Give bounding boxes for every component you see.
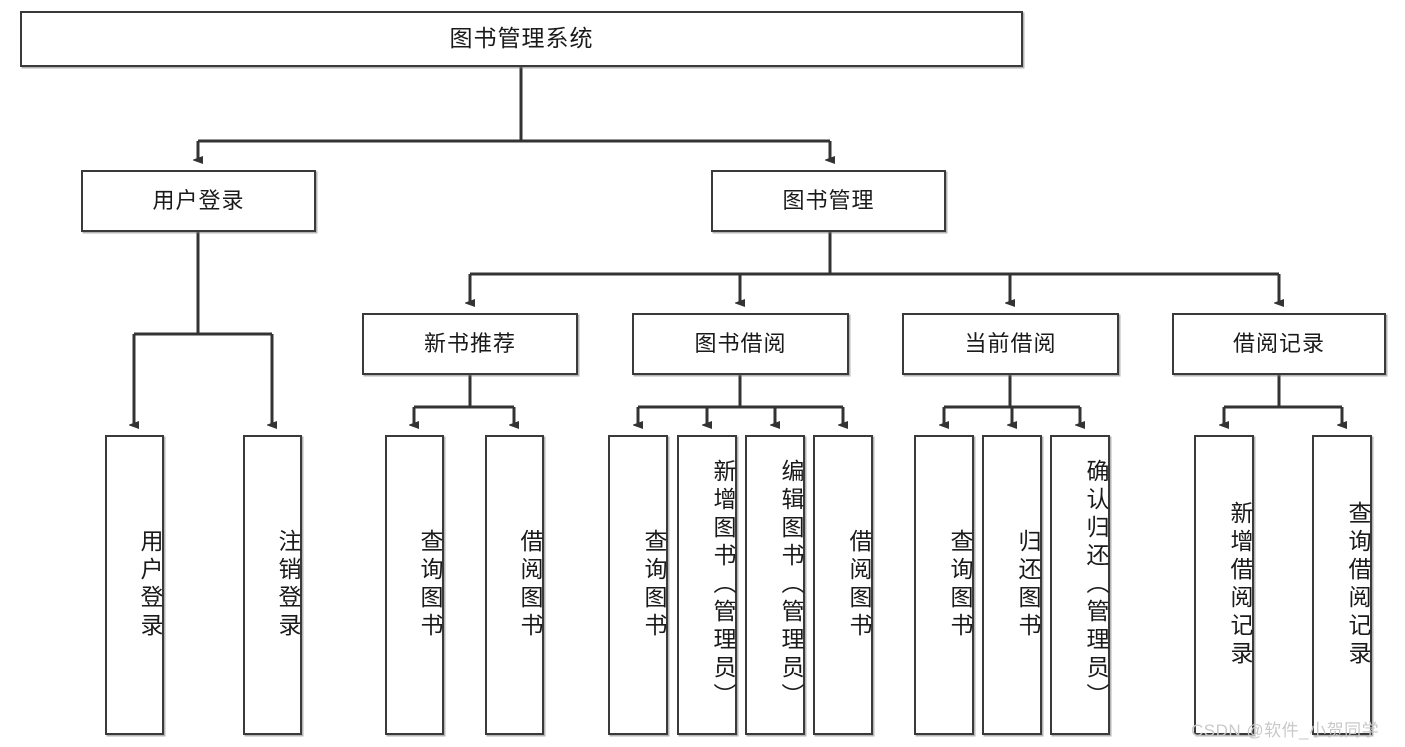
- leaf-return-book[interactable]: 归还图书: [982, 435, 1042, 735]
- leaf-borrow-book-new[interactable]: 借阅图书: [485, 435, 544, 735]
- node-book-management[interactable]: 图书管理: [711, 170, 946, 232]
- node-label: 用户登录: [137, 529, 163, 641]
- leaf-add-borrow-record[interactable]: 新增借阅记录: [1194, 435, 1254, 735]
- node-label: 借阅图书: [846, 529, 872, 641]
- leaf-add-book-admin[interactable]: 新增图书（管理员）: [677, 435, 737, 735]
- node-label: 查询图书: [641, 529, 667, 641]
- node-label: 确认归还（管理员）: [1083, 459, 1109, 711]
- leaf-user-login[interactable]: 用户登录: [105, 435, 164, 735]
- node-label: 归还图书: [1015, 529, 1041, 641]
- leaf-borrow-book[interactable]: 借阅图书: [813, 435, 873, 735]
- node-label: 借阅记录: [1232, 330, 1325, 356]
- node-user-login[interactable]: 用户登录: [81, 170, 316, 232]
- node-label: 查询图书: [947, 529, 973, 641]
- node-label: 查询图书: [417, 529, 443, 641]
- leaf-query-book-borrow[interactable]: 查询图书: [608, 435, 668, 735]
- node-current-borrowing[interactable]: 当前借阅: [902, 313, 1119, 375]
- csdn-watermark: CSDN @软件_小贺同学: [1191, 721, 1380, 740]
- leaf-query-book-new[interactable]: 查询图书: [385, 435, 444, 735]
- node-label: 图书借阅: [694, 330, 787, 356]
- leaf-confirm-return-admin[interactable]: 确认归还（管理员）: [1050, 435, 1110, 735]
- node-label: 查询借阅记录: [1345, 501, 1371, 669]
- leaf-logout[interactable]: 注销登录: [243, 435, 302, 735]
- node-root-book-management-system[interactable]: 图书管理系统: [20, 11, 1023, 67]
- node-label: 编辑图书（管理员）: [778, 459, 804, 711]
- node-new-book-recommendation[interactable]: 新书推荐: [362, 313, 578, 375]
- node-label: 用户登录: [152, 187, 245, 213]
- node-label: 图书管理: [782, 187, 875, 213]
- node-label: 图书管理系统: [449, 25, 594, 52]
- node-label: 新增图书（管理员）: [710, 459, 736, 711]
- node-book-borrowing[interactable]: 图书借阅: [632, 313, 849, 375]
- leaf-query-borrow-record[interactable]: 查询借阅记录: [1312, 435, 1372, 735]
- node-label: 新书推荐: [423, 330, 516, 356]
- node-label: 当前借阅: [964, 330, 1057, 356]
- node-label: 借阅图书: [517, 529, 543, 641]
- node-label: 注销登录: [275, 529, 301, 641]
- leaf-query-book-current[interactable]: 查询图书: [914, 435, 974, 735]
- leaf-edit-book-admin[interactable]: 编辑图书（管理员）: [745, 435, 805, 735]
- node-borrowing-record[interactable]: 借阅记录: [1172, 313, 1386, 375]
- node-label: 新增借阅记录: [1227, 501, 1253, 669]
